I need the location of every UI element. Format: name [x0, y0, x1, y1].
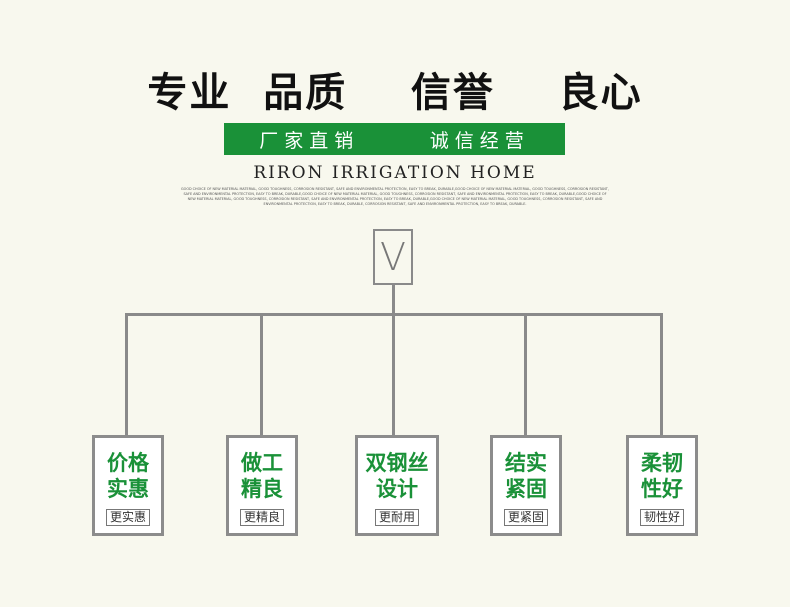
- feature-tag: 更精良: [239, 509, 284, 526]
- feature-title-line2: 性好: [641, 477, 683, 501]
- feature-tag: 更实惠: [105, 509, 150, 526]
- connector-drop-2: [260, 313, 263, 437]
- connector-drop-4: [524, 313, 527, 437]
- feature-card-sturdy: 结实 紧固 更紧固: [490, 435, 562, 536]
- connector-drop-5: [660, 313, 663, 437]
- feature-title: 双钢丝 设计: [366, 450, 429, 502]
- feature-card-flexible: 柔韧 性好 韧性好: [626, 435, 698, 536]
- feature-title: 价格 实惠: [107, 450, 149, 502]
- connector-drop-3: [392, 313, 395, 437]
- feature-title: 做工 精良: [241, 450, 283, 502]
- feature-card-workmanship: 做工 精良 更精良: [226, 435, 298, 536]
- slogan-bar: 厂家直销 诚信经营: [224, 123, 565, 155]
- slogan-left: 厂家直销: [259, 129, 360, 152]
- feature-title-line1: 柔韧: [641, 451, 683, 475]
- fine-print: GOOD CHOICE OF NEW MATERIAL MATERIAL, GO…: [181, 187, 609, 206]
- feature-tag: 更紧固: [503, 509, 548, 526]
- connector-drop-1: [125, 313, 128, 437]
- feature-title: 柔韧 性好: [641, 450, 683, 502]
- feature-title-line2: 实惠: [107, 477, 149, 501]
- feature-title-line2: 设计: [376, 477, 418, 501]
- feature-title-line2: 精良: [241, 477, 283, 501]
- feature-title: 结实 紧固: [505, 450, 547, 502]
- feature-title-line2: 紧固: [505, 477, 547, 501]
- brand-name: RIRON IRRIGATION HOME: [253, 163, 537, 183]
- v-mark: V: [380, 235, 406, 279]
- feature-tag: 韧性好: [639, 509, 684, 526]
- feature-card-price: 价格 实惠 更实惠: [92, 435, 164, 536]
- feature-title-line1: 价格: [107, 451, 149, 475]
- feature-title-line1: 做工: [241, 451, 283, 475]
- headline: 专业 品质 信誉 良心: [147, 70, 643, 116]
- feature-title-line1: 结实: [505, 451, 547, 475]
- feature-card-double-wire: 双钢丝 设计 更耐用: [355, 435, 439, 536]
- v-mark-box: V: [373, 229, 413, 285]
- feature-tag: 更耐用: [374, 509, 419, 526]
- feature-title-line1: 双钢丝: [365, 451, 429, 475]
- connector-stem: [392, 285, 395, 315]
- slogan-right: 诚信经营: [429, 129, 530, 152]
